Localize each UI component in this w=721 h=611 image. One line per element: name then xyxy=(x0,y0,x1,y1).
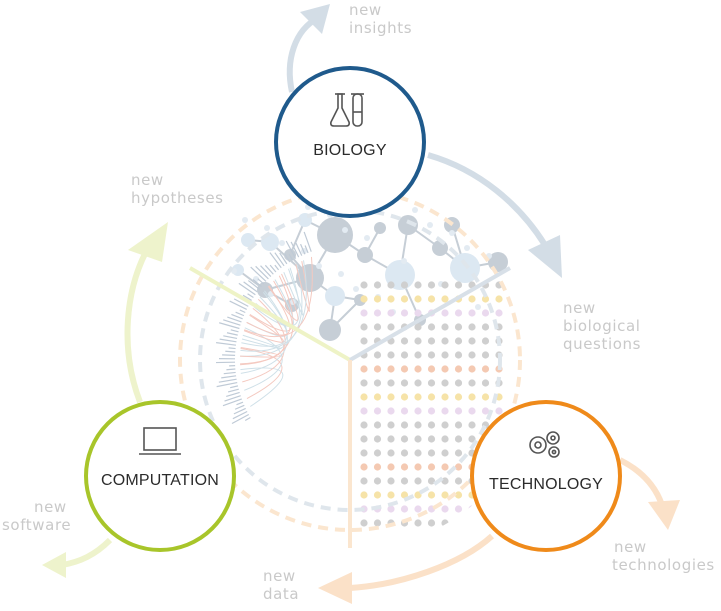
arrowhead-questions xyxy=(528,235,562,278)
arrow-computation-to-hypotheses xyxy=(124,246,151,404)
arrowhead-hypotheses xyxy=(128,222,168,262)
node-computation xyxy=(84,400,236,552)
node-technology xyxy=(470,400,622,552)
node-label-computation: COMPUTATION xyxy=(100,472,220,489)
sector-dividers xyxy=(189,266,511,548)
arrowhead-data xyxy=(318,572,352,604)
test-tubes-icon xyxy=(330,93,364,127)
laptop-icon xyxy=(139,427,181,455)
node-biology xyxy=(274,66,426,218)
arrow-technology-to-technologies xyxy=(618,457,665,507)
arrowhead-software xyxy=(42,552,66,578)
gears-icon xyxy=(529,431,560,458)
arrow-computation-to-software xyxy=(61,537,113,568)
cycle-arrows xyxy=(42,4,680,604)
arrowhead-insights xyxy=(300,4,330,34)
dot-grid-graphic xyxy=(360,281,503,527)
central-illustration xyxy=(178,188,522,532)
arrowhead-technologies xyxy=(648,500,680,530)
node-label-biology: BIOLOGY xyxy=(313,142,387,159)
arrow-biology-to-questions xyxy=(427,152,548,247)
network-graphic xyxy=(227,202,508,341)
arrow-technology-to-data xyxy=(349,533,495,591)
node-label-technology: TECHNOLOGY xyxy=(488,476,603,493)
